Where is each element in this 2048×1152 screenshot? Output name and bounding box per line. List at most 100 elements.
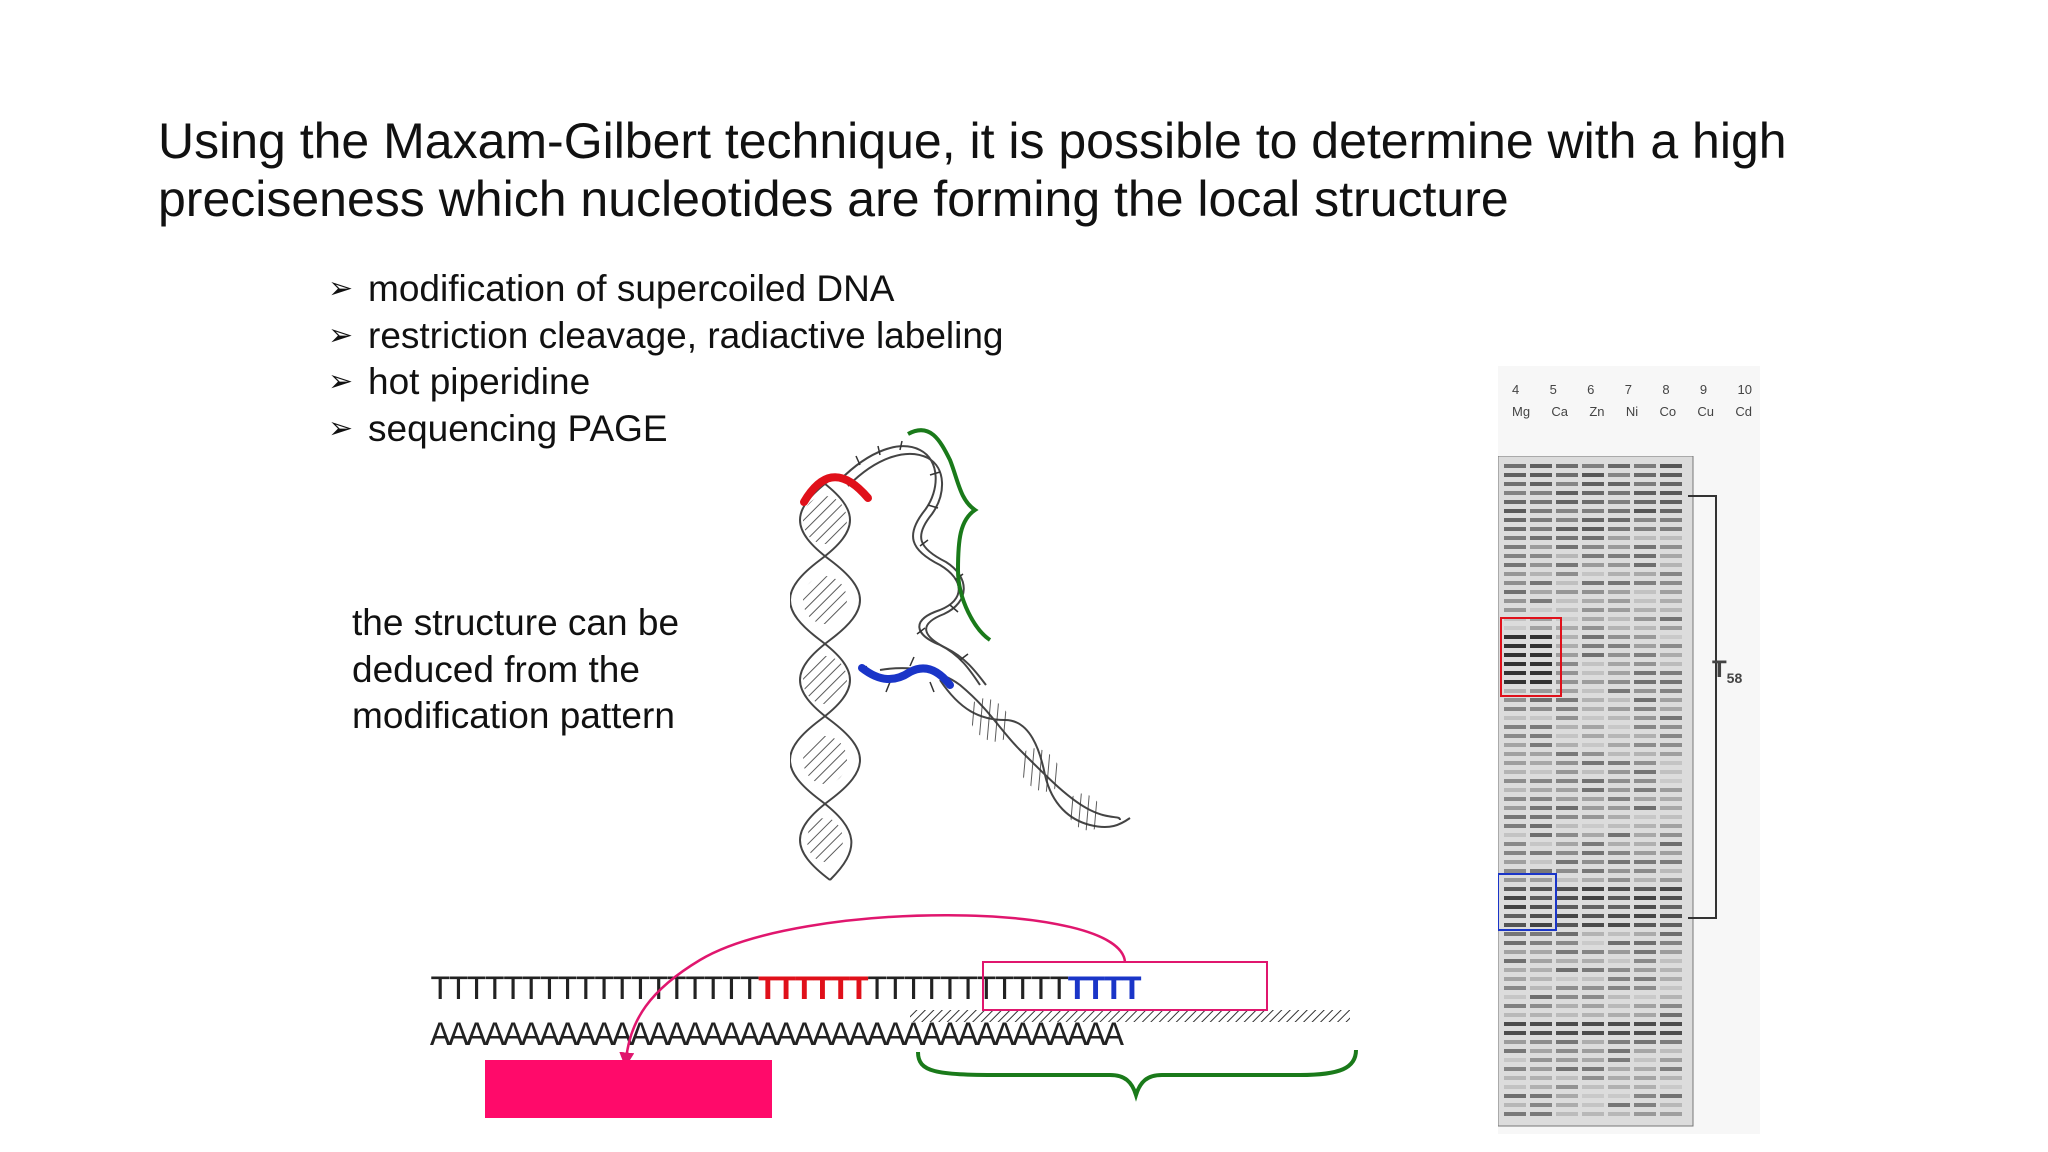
gel-band: [1660, 950, 1682, 954]
gel-band: [1660, 842, 1682, 846]
gel-band: [1582, 464, 1604, 468]
gel-band: [1608, 644, 1630, 648]
bullet-text: sequencing PAGE: [368, 407, 668, 449]
green-sequence-brace: [916, 1049, 1358, 1102]
gel-band: [1556, 680, 1578, 684]
gel-band: [1582, 851, 1604, 855]
gel-band: [1530, 1058, 1552, 1062]
bottom-strand-sequence: AAAAAAAAAAAAAAAAAAAAAAAAAAAAAAAAAAAAAA: [430, 1018, 1124, 1056]
gel-band: [1504, 725, 1526, 729]
gel-band: [1660, 779, 1682, 783]
gel-band: [1608, 635, 1630, 639]
gel-band: [1608, 707, 1630, 711]
gel-band: [1660, 1040, 1682, 1044]
gel-band: [1556, 545, 1578, 549]
gel-band: [1504, 1076, 1526, 1080]
gel-band: [1608, 617, 1630, 621]
gel-band: [1556, 473, 1578, 477]
gel-band: [1556, 896, 1578, 900]
gel-band: [1582, 599, 1604, 603]
gel-band: [1530, 905, 1552, 909]
gel-band: [1504, 1103, 1526, 1107]
gel-band: [1556, 905, 1578, 909]
bullet-text: restriction cleavage, radiactive labelin…: [368, 314, 1004, 356]
gel-band: [1634, 914, 1656, 918]
gel-band: [1634, 752, 1656, 756]
gel-band: [1530, 545, 1552, 549]
gel-band: [1608, 1067, 1630, 1071]
gel-band: [1530, 716, 1552, 720]
gel-band: [1582, 968, 1604, 972]
gel-band: [1582, 1022, 1604, 1026]
gel-band: [1556, 914, 1578, 918]
gel-band: [1608, 1040, 1630, 1044]
gel-band: [1634, 851, 1656, 855]
gel-band: [1660, 986, 1682, 990]
gel-band: [1556, 626, 1578, 630]
gel-bands: [1504, 464, 1682, 1116]
gel-band: [1556, 1031, 1578, 1035]
gel-band: [1582, 545, 1604, 549]
gel-band: [1504, 716, 1526, 720]
gel-band: [1608, 842, 1630, 846]
gel-band: [1608, 599, 1630, 603]
gel-band: [1582, 788, 1604, 792]
gel-band: [1634, 1022, 1656, 1026]
gel-band: [1582, 779, 1604, 783]
gel-band: [1530, 887, 1552, 891]
gel-band: [1556, 923, 1578, 927]
gel-band: [1608, 779, 1630, 783]
gel-band: [1660, 1103, 1682, 1107]
gel-band: [1660, 662, 1682, 666]
gel-band: [1634, 932, 1656, 936]
gel-band: [1634, 473, 1656, 477]
gel-band: [1556, 653, 1578, 657]
gel-band: [1660, 761, 1682, 765]
gel-band: [1634, 635, 1656, 639]
gel-band: [1530, 959, 1552, 963]
pink-highlight-block: [485, 1060, 772, 1118]
gel-band: [1608, 671, 1630, 675]
bullet-item: ➢sequencing PAGE: [328, 406, 1004, 453]
gel-band: [1556, 500, 1578, 504]
gel-band: [1530, 1076, 1552, 1080]
gel-band: [1504, 689, 1526, 693]
gel-band: [1504, 923, 1526, 927]
gel-band: [1582, 680, 1604, 684]
gel-band: [1582, 896, 1604, 900]
gel-band: [1556, 536, 1578, 540]
gel-band: [1660, 572, 1682, 576]
gel-band: [1660, 707, 1682, 711]
gel-band: [1660, 833, 1682, 837]
gel-band: [1582, 644, 1604, 648]
gel-band: [1556, 950, 1578, 954]
t58-label-main: T: [1712, 656, 1727, 683]
gel-band: [1582, 761, 1604, 765]
gel-band: [1582, 617, 1604, 621]
gel-band: [1634, 842, 1656, 846]
gel-band: [1530, 1049, 1552, 1053]
gel-band: [1660, 644, 1682, 648]
gel-band: [1530, 689, 1552, 693]
red-highlight-mark: [800, 473, 872, 506]
gel-band: [1504, 545, 1526, 549]
gel-band: [1582, 1031, 1604, 1035]
gel-band: [1556, 1049, 1578, 1053]
gel-band: [1660, 743, 1682, 747]
gel-band: [1530, 1013, 1552, 1017]
t58-label: T58: [1712, 656, 1742, 686]
gel-band: [1660, 509, 1682, 513]
gel-band: [1608, 608, 1630, 612]
gel-band: [1660, 1094, 1682, 1098]
gel-band: [1634, 491, 1656, 495]
gel-band: [1530, 725, 1552, 729]
bullet-list: ➢modification of supercoiled DNA ➢restri…: [328, 266, 1004, 452]
gel-band: [1660, 590, 1682, 594]
gel-band: [1504, 806, 1526, 810]
gel-band: [1608, 698, 1630, 702]
gel-band: [1608, 770, 1630, 774]
gel-band: [1634, 986, 1656, 990]
lane-ion: Ni: [1625, 404, 1639, 419]
gel-band: [1660, 968, 1682, 972]
gel-band: [1530, 779, 1552, 783]
